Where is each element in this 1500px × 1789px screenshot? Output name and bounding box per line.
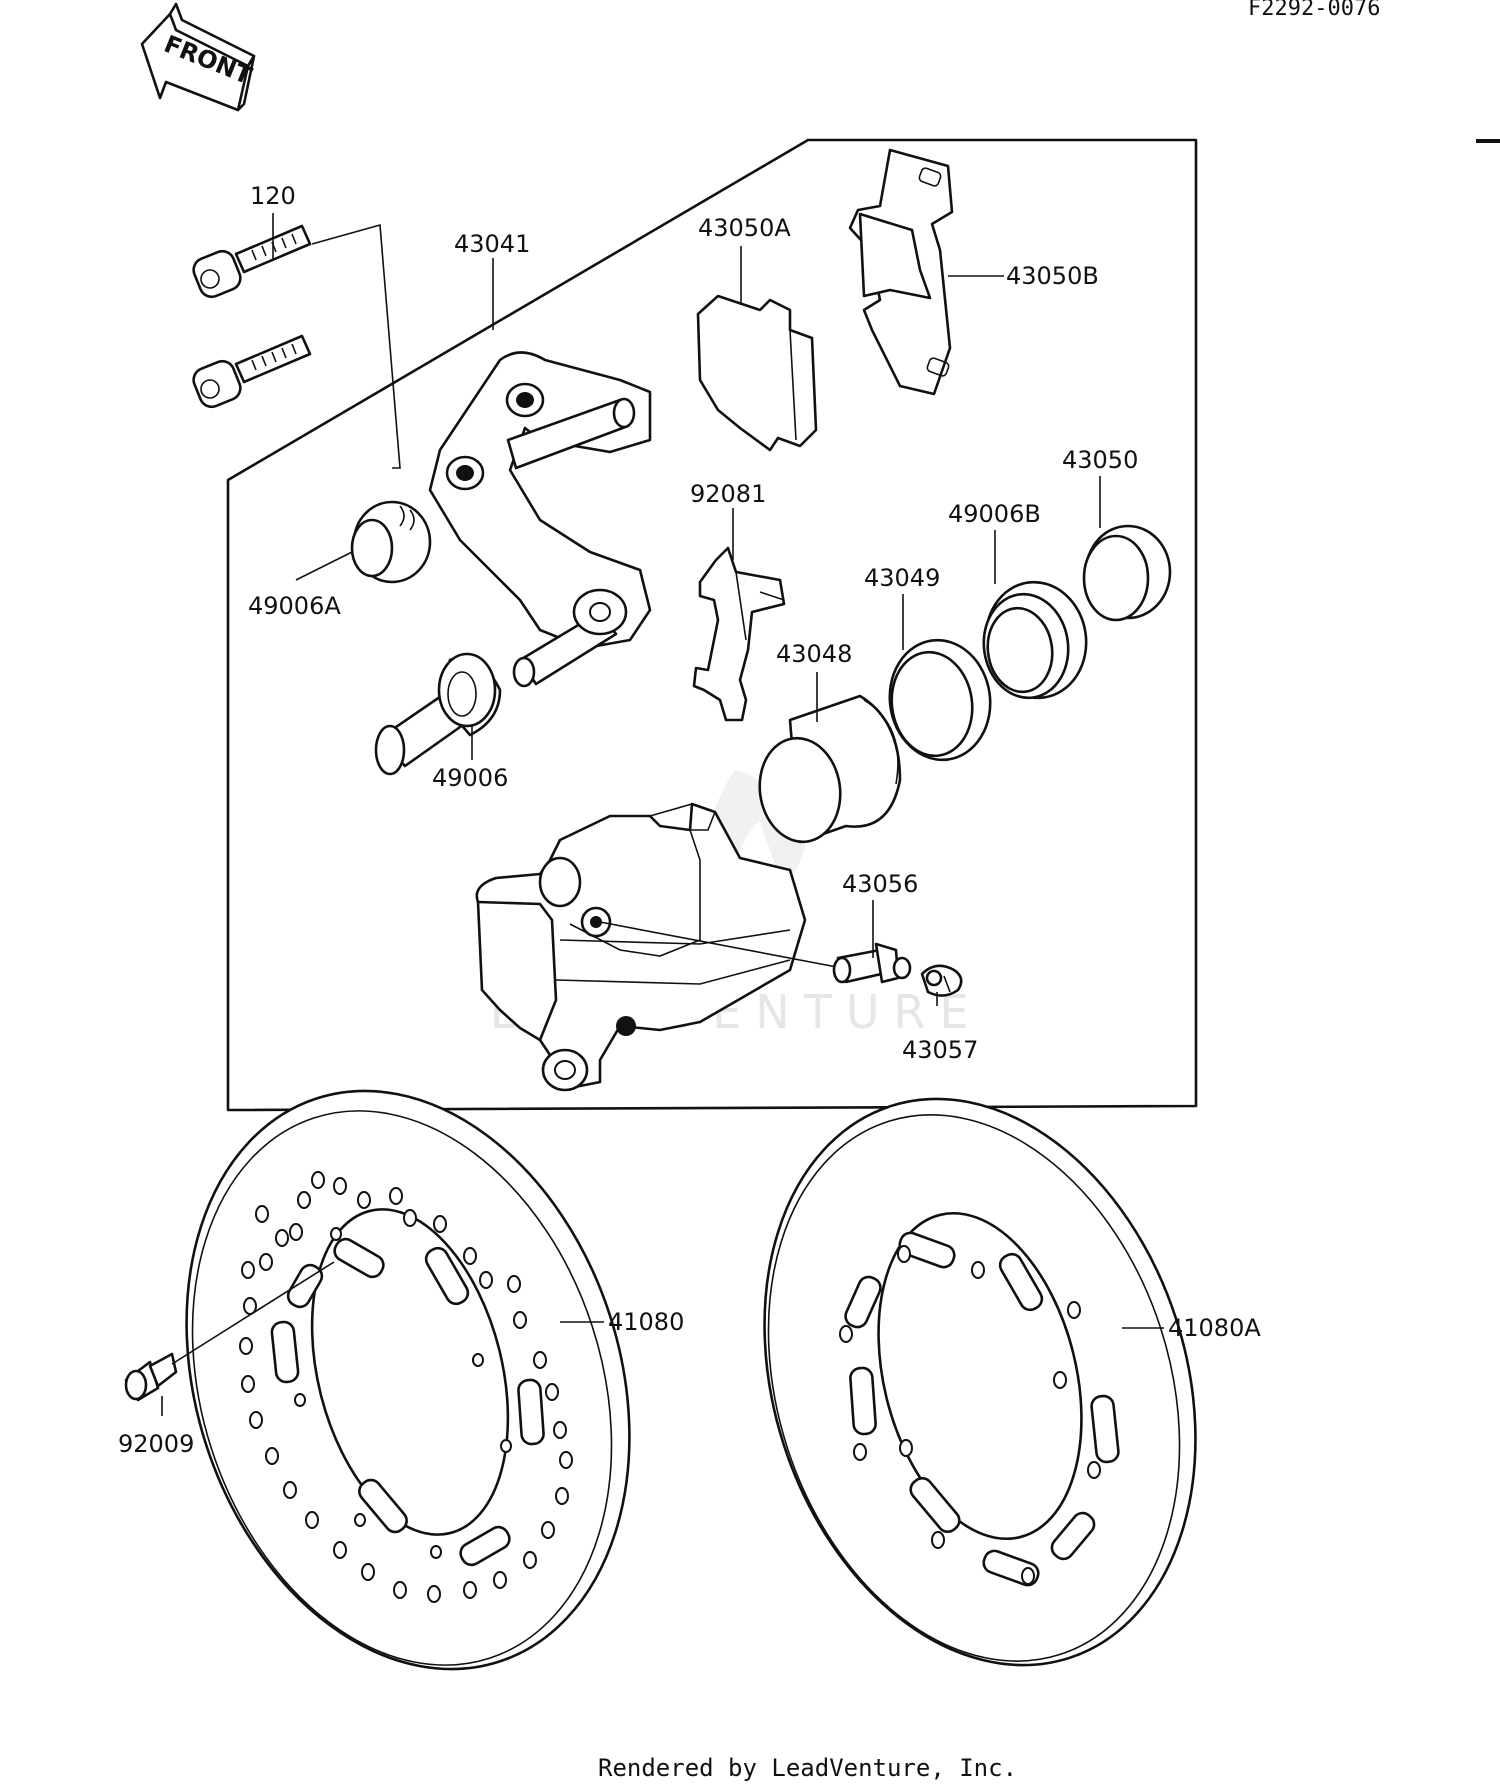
front-arrow-icon xyxy=(140,2,256,112)
bleeder-valve-43056 xyxy=(832,942,912,984)
footer-credit: Rendered by LeadVenture, Inc. xyxy=(598,1754,1017,1782)
leader-screw-line xyxy=(171,1261,335,1365)
piston-seal-43049 xyxy=(888,638,992,762)
part-label-43049: 43049 xyxy=(864,564,940,592)
diagram-code: F2292-0076 xyxy=(1248,0,1380,21)
part-label-43050A: 43050A xyxy=(698,214,791,242)
part-label-49006A: 49006A xyxy=(248,592,341,620)
bolt-group-bracket xyxy=(311,223,401,469)
part-label-92009: 92009 xyxy=(118,1430,194,1458)
caliper-bracket-43041 xyxy=(428,351,652,688)
part-label-41080: 41080 xyxy=(608,1308,684,1336)
bolt-120 xyxy=(192,224,312,409)
disc-screw-92009 xyxy=(124,1352,178,1402)
seal-49006B xyxy=(982,580,1088,700)
brake-disc-41080 xyxy=(185,1089,631,1671)
part-label-43041: 43041 xyxy=(454,230,530,258)
part-label-41080A: 41080A xyxy=(1168,1314,1261,1342)
boot-49006 xyxy=(374,652,502,776)
part-label-120: 120 xyxy=(250,182,296,210)
part-label-43050: 43050 xyxy=(1062,446,1138,474)
leader-lines xyxy=(161,213,1164,1416)
brake-disc-41080A xyxy=(763,1097,1197,1667)
part-label-43048: 43048 xyxy=(776,640,852,668)
part-label-92081: 92081 xyxy=(690,480,766,508)
brake-pad-43050A xyxy=(696,294,818,452)
part-label-49006B: 49006B xyxy=(948,500,1041,528)
assembly-boundary xyxy=(226,138,1198,1112)
brake-pad-43050B xyxy=(848,148,954,396)
part-label-49006: 49006 xyxy=(432,764,508,792)
boot-49006A xyxy=(350,500,432,584)
part-label-43057: 43057 xyxy=(902,1036,978,1064)
dust-cap-43050 xyxy=(1082,524,1172,622)
bleeder-cap-43057 xyxy=(920,964,963,997)
caliper-body xyxy=(475,802,807,1092)
pad-spring-92081 xyxy=(692,546,786,722)
leader-bleeder-line xyxy=(599,921,843,969)
part-label-43056: 43056 xyxy=(842,870,918,898)
part-label-43050B: 43050B xyxy=(1006,262,1099,290)
piston-43048 xyxy=(758,694,902,844)
